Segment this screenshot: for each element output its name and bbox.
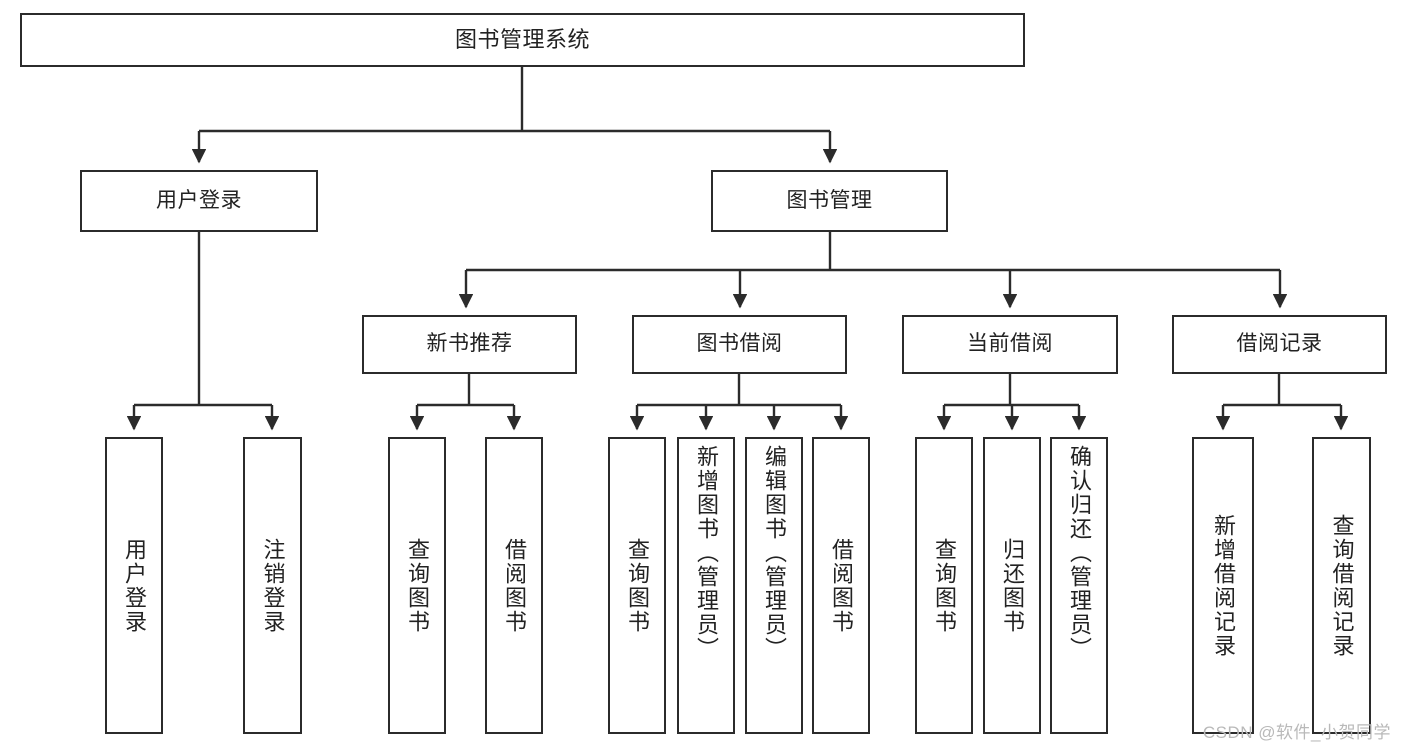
node-label: 查询图书	[405, 537, 430, 634]
node-label: 用户登录	[122, 537, 147, 634]
node-label: 借阅记录	[1236, 332, 1323, 356]
leaf-add-book-admin[interactable]: 新增图书（管理员）	[677, 437, 735, 734]
watermark-text: CSDN @软件_小贺同学	[1202, 723, 1391, 742]
leaf-borrow-book-newbook[interactable]: 借阅图书	[485, 437, 543, 734]
leaf-query-book-current[interactable]: 查询图书	[915, 437, 973, 734]
node-label: 注销登录	[260, 537, 286, 634]
node-label: 用户登录	[156, 188, 242, 212]
leaf-logout[interactable]: 注销登录	[243, 437, 302, 734]
node-new-book-recommend[interactable]: 新书推荐	[362, 315, 577, 374]
node-label: 新增借阅记录	[1211, 513, 1236, 658]
node-book-borrow[interactable]: 图书借阅	[632, 315, 847, 374]
leaf-query-borrow-record[interactable]: 查询借阅记录	[1312, 437, 1371, 734]
node-label: 图书借阅	[696, 332, 783, 356]
leaf-query-book-newbook[interactable]: 查询图书	[388, 437, 446, 734]
leaf-query-book-borrow[interactable]: 查询图书	[608, 437, 666, 734]
node-current-borrow[interactable]: 当前借阅	[902, 315, 1118, 374]
node-label: 借阅图书	[502, 537, 527, 634]
leaf-return-book[interactable]: 归还图书	[983, 437, 1041, 734]
node-label: 图书管理系统	[454, 27, 590, 53]
leaf-edit-book-admin[interactable]: 编辑图书（管理员）	[745, 437, 803, 734]
node-label: 当前借阅	[967, 332, 1053, 356]
node-label: 编辑图书（管理员）	[762, 445, 787, 661]
leaf-confirm-return-admin[interactable]: 确认归还（管理员）	[1050, 437, 1108, 734]
node-root-system[interactable]: 图书管理系统	[20, 13, 1025, 67]
node-label: 借阅图书	[829, 537, 854, 634]
leaf-borrow-book[interactable]: 借阅图书	[812, 437, 870, 734]
node-label: 查询图书	[932, 537, 957, 634]
node-label: 新书推荐	[426, 332, 513, 356]
node-label: 确认归还（管理员）	[1067, 445, 1092, 661]
node-label: 查询图书	[625, 537, 650, 634]
leaf-user-login[interactable]: 用户登录	[105, 437, 163, 734]
node-label: 新增图书（管理员）	[694, 445, 719, 661]
node-label: 查询借阅记录	[1329, 513, 1355, 658]
node-borrow-record[interactable]: 借阅记录	[1172, 315, 1387, 374]
node-user-login[interactable]: 用户登录	[80, 170, 318, 232]
leaf-add-borrow-record[interactable]: 新增借阅记录	[1192, 437, 1254, 734]
node-book-management[interactable]: 图书管理	[711, 170, 948, 232]
node-label: 归还图书	[1000, 537, 1025, 634]
node-label: 图书管理	[786, 188, 873, 212]
